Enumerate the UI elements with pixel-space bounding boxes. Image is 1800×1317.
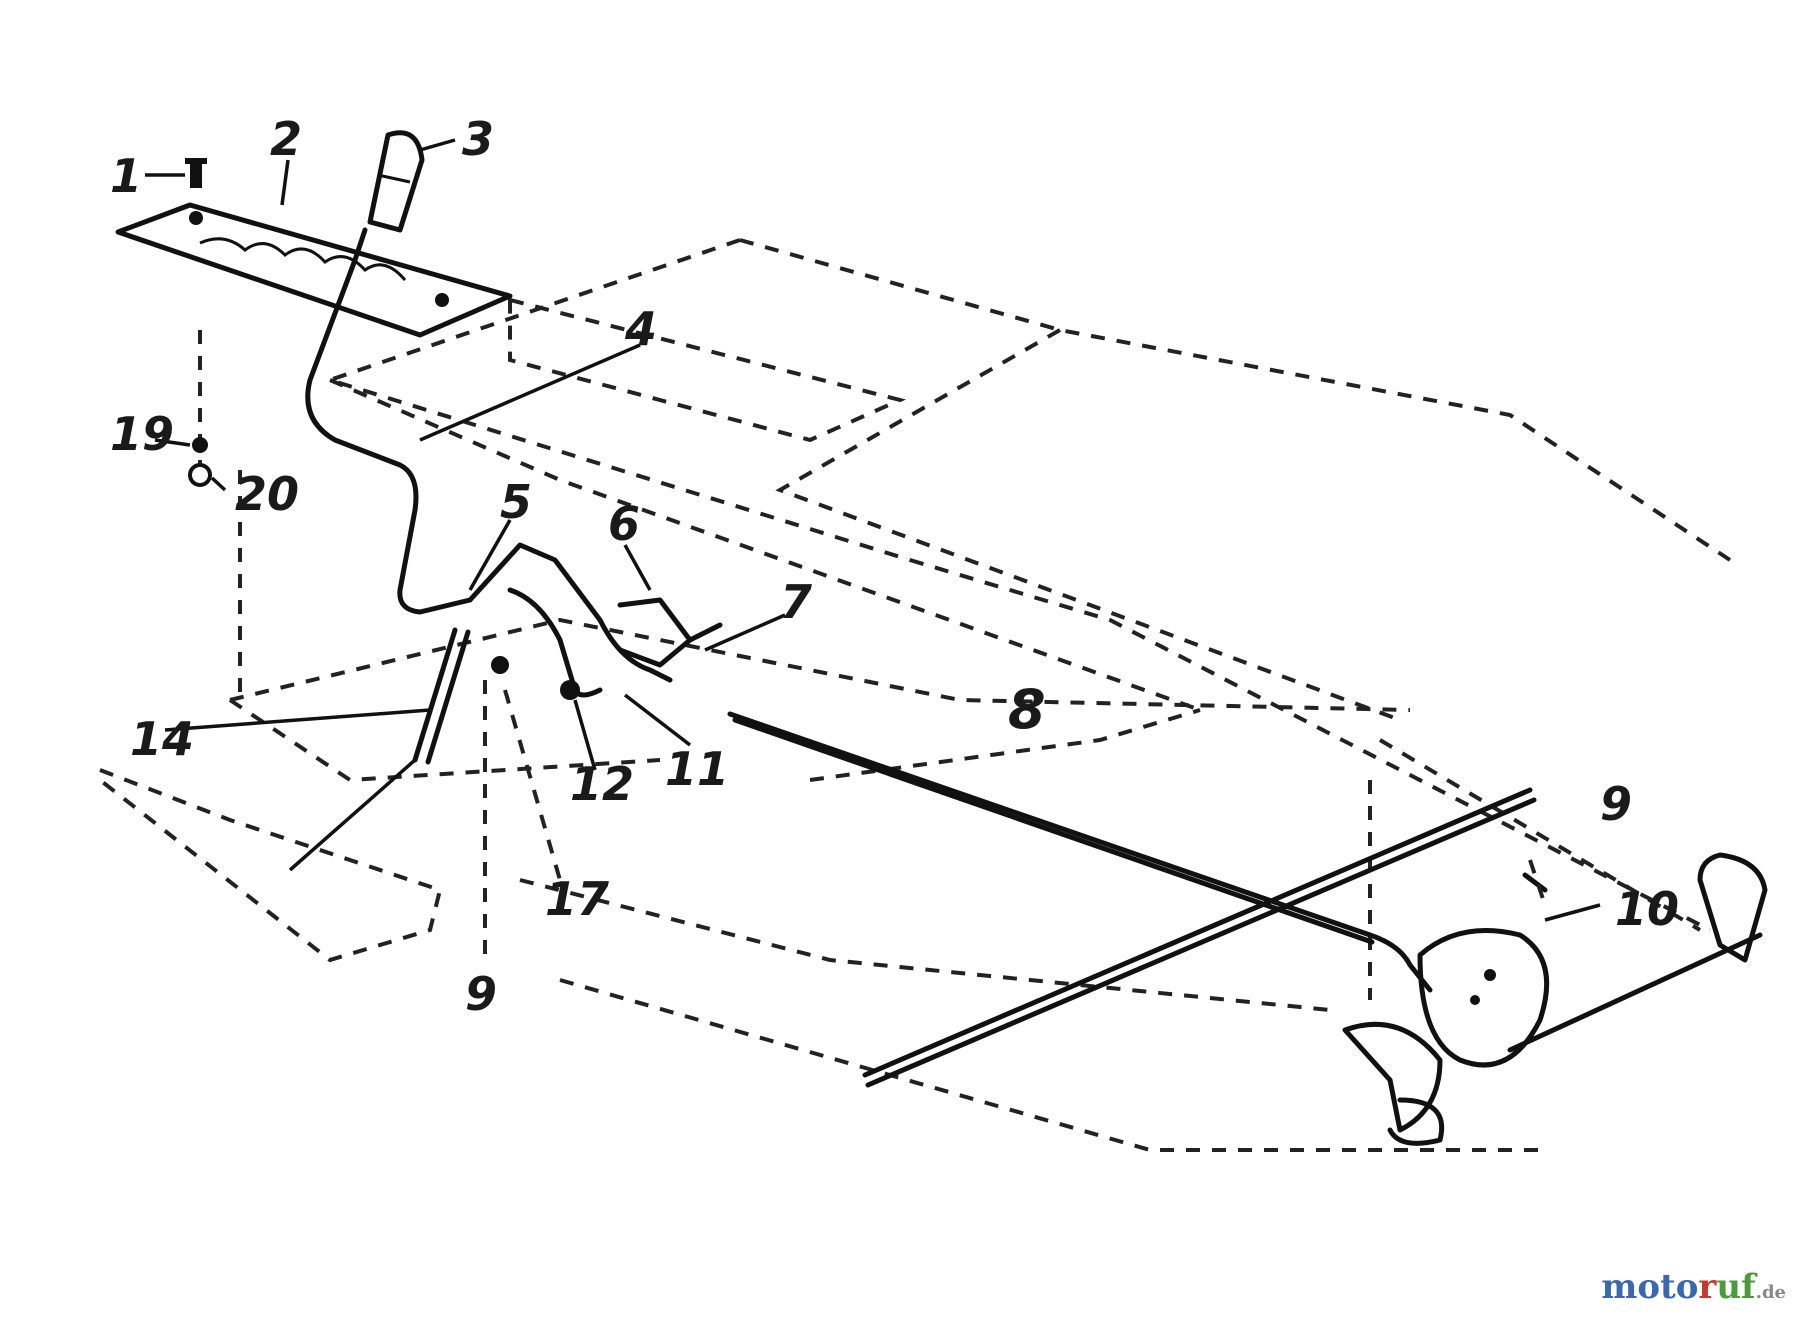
site-watermark: motoruf.de <box>1601 1267 1786 1307</box>
label-17: 17 <box>545 872 609 926</box>
frame-outline <box>98 238 1732 1152</box>
shift-knob <box>352 130 425 263</box>
shift-lever <box>305 257 473 615</box>
spring-part-14 <box>288 627 471 872</box>
label-10: 10 <box>1615 882 1679 936</box>
shift-gate-plate <box>115 202 513 338</box>
watermark-part1: moto <box>1601 1267 1699 1307</box>
screw-part-1 <box>185 158 207 188</box>
label-19: 19 <box>110 407 174 461</box>
nut-and-washer <box>188 437 212 487</box>
watermark-part3: uf <box>1716 1267 1756 1307</box>
label-20: 20 <box>235 467 299 521</box>
label-8: 8 <box>1008 678 1046 741</box>
label-12: 12 <box>570 757 634 811</box>
transmission-bracket <box>1342 852 1768 1146</box>
label-9-left: 9 <box>465 967 497 1021</box>
shift-rod <box>727 711 1433 993</box>
label-2: 2 <box>270 112 302 166</box>
part-labels: 1 2 3 4 5 6 7 8 9 9 10 11 12 14 17 19 20 <box>110 112 1679 1021</box>
label-4: 4 <box>624 302 657 356</box>
label-14: 14 <box>130 712 194 766</box>
leader-lines <box>145 138 1601 960</box>
label-9-right: 9 <box>1600 777 1632 831</box>
label-3: 3 <box>462 112 494 166</box>
label-6: 6 <box>608 497 640 551</box>
label-5: 5 <box>500 475 532 529</box>
watermark-part2: r <box>1698 1267 1717 1307</box>
label-11: 11 <box>665 742 729 796</box>
cross-axle <box>862 787 1763 1088</box>
label-1: 1 <box>110 149 142 203</box>
label-7: 7 <box>780 575 812 629</box>
linkage-assembly <box>467 542 723 700</box>
watermark-part4: .de <box>1755 1282 1786 1303</box>
